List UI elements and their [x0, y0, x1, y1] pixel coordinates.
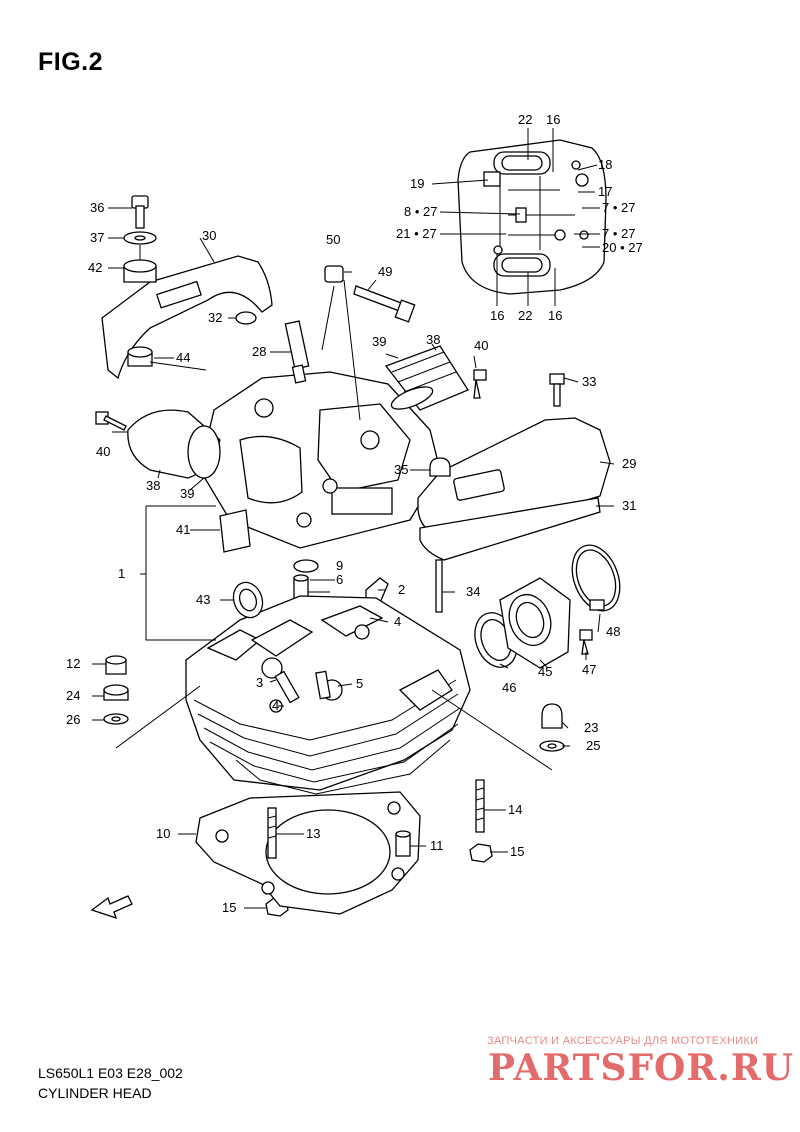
- part-callout-10: 10: [156, 826, 170, 841]
- part-callout-2: 2: [398, 582, 405, 597]
- part-callout-42: 42: [88, 260, 102, 275]
- part-callout-15a: 15: [510, 844, 524, 859]
- part-callout-4a: 4: [394, 614, 401, 629]
- part-callout-39a: 39: [180, 486, 194, 501]
- part-callout-12: 12: [66, 656, 80, 671]
- part-callout-13: 13: [306, 826, 320, 841]
- part-callout-i2027: 20 • 27: [602, 240, 643, 255]
- head-gasket: [195, 791, 421, 915]
- part-callout-i16b: 16: [490, 308, 504, 323]
- part-callout-44: 44: [176, 350, 190, 365]
- part-callout-38b: 38: [426, 332, 440, 347]
- part-callout-24: 24: [66, 688, 80, 703]
- part-callout-30: 30: [202, 228, 216, 243]
- part-callout-5: 5: [356, 676, 363, 691]
- part-callout-31: 31: [622, 498, 636, 513]
- part-callout-34: 34: [466, 584, 480, 599]
- part-callout-33: 33: [582, 374, 596, 389]
- watermark-tagline: ЗАПЧАСТИ И АКСЕССУАРЫ ДЛЯ МОТОТЕХНИКИ: [487, 1035, 759, 1047]
- watermark-brand: PARTSFOR.RU: [488, 1047, 795, 1089]
- cylinder-head-top: [199, 371, 441, 549]
- part-callout-28: 28: [252, 344, 266, 359]
- part-callout-29: 29: [622, 456, 636, 471]
- inset-head-bottom-view: [457, 139, 607, 295]
- cover-gasket-31: [419, 497, 601, 561]
- part-callout-i22a: 22: [518, 112, 532, 127]
- part-callout-i22b: 22: [518, 308, 532, 323]
- part-callout-i16a: 16: [546, 112, 560, 127]
- fwd-arrow-icon: [90, 895, 133, 920]
- part-callout-i2127: 21 • 27: [396, 226, 437, 241]
- part-callout-48: 48: [606, 624, 620, 639]
- part-callout-40a: 40: [96, 444, 110, 459]
- part-callout-15b: 15: [222, 900, 236, 915]
- part-callout-23: 23: [584, 720, 598, 735]
- part-callout-i19: 19: [410, 176, 424, 191]
- part-callout-36: 36: [90, 200, 104, 215]
- part-callout-46: 46: [502, 680, 516, 695]
- cylinder-head-body: [185, 595, 471, 795]
- part-callout-37: 37: [90, 230, 104, 245]
- part-callout-25: 25: [586, 738, 600, 753]
- part-callout-40b: 40: [474, 338, 488, 353]
- part-callout-14: 14: [508, 802, 522, 817]
- part-callout-3: 3: [256, 675, 263, 690]
- part-callout-45: 45: [538, 664, 552, 679]
- figure-title: FIG.2: [38, 48, 104, 76]
- part-callout-i16c: 16: [548, 308, 562, 323]
- part-callout-i727b: 7 • 27: [602, 226, 635, 241]
- part-callout-4b: 4: [272, 698, 279, 713]
- part-callout-11: 11: [430, 838, 444, 853]
- figure-code: LS650L1 E03 E28_002: [38, 1065, 183, 1081]
- part-callout-49: 49: [378, 264, 392, 279]
- part-callout-i727a: 7 • 27: [602, 200, 635, 215]
- part-callout-43: 43: [196, 592, 210, 607]
- part-callout-35: 35: [394, 462, 408, 477]
- callout-labels: 1234456910111213141515242325262829303132…: [66, 112, 643, 915]
- part-callout-32: 32: [208, 310, 222, 325]
- figure-caption: CYLINDER HEAD: [38, 1085, 152, 1101]
- part-callout-9: 9: [336, 558, 343, 573]
- part-callout-i18: 18: [598, 157, 612, 172]
- part-callout-26: 26: [66, 712, 80, 727]
- part-callout-6: 6: [336, 572, 343, 587]
- spark-plug: [284, 320, 310, 384]
- part-callout-50: 50: [326, 232, 340, 247]
- part-callout-47: 47: [582, 662, 596, 677]
- part-callout-i17: 17: [598, 184, 612, 199]
- part-callout-1: 1: [118, 566, 125, 581]
- part-callout-38a: 38: [146, 478, 160, 493]
- part-callout-41: 41: [176, 522, 190, 537]
- part-callout-39b: 39: [372, 334, 386, 349]
- part-callout-i827: 8 • 27: [404, 204, 437, 219]
